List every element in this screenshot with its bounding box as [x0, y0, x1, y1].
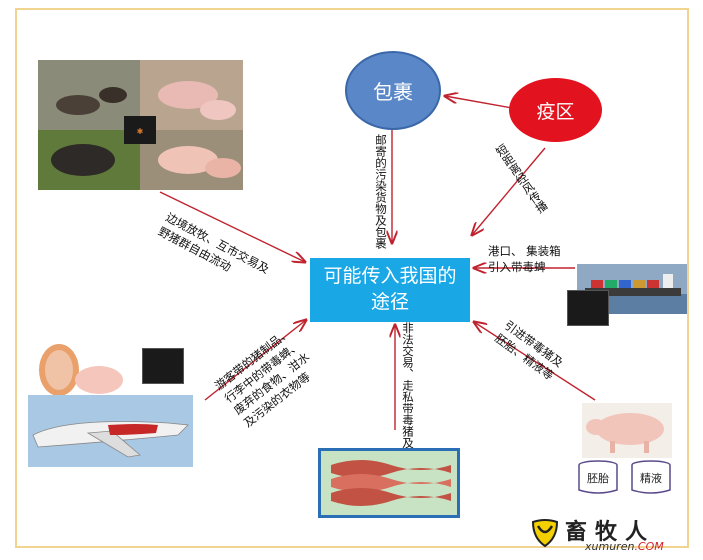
semen-label: 精液 — [640, 472, 662, 485]
arrow-zone-to-center — [472, 147, 546, 235]
parcel-label: 包裹 — [373, 80, 413, 104]
brand-logo-icon — [531, 519, 559, 548]
embryo-label: 胚胎 — [587, 472, 609, 485]
label-parcel-to-center: 邮寄的污染货物及包裹 — [373, 134, 388, 249]
svg-text:✱: ✱ — [137, 127, 144, 136]
pigs-photo-collage: ✱ — [38, 60, 243, 190]
pork-products-photo — [29, 340, 137, 398]
zone-label: 疫区 — [536, 100, 575, 123]
brand-name: 畜牧人 — [565, 520, 656, 545]
brand-url: xumuren.COM — [585, 540, 664, 553]
semen-container: 精液 — [630, 460, 672, 496]
center-node: 可能传入我国的 途径 — [310, 258, 470, 322]
tick-logo-travelers — [142, 348, 184, 384]
parcel-node: 包裹 — [345, 51, 441, 130]
arrow-plane-to-center — [204, 320, 306, 401]
center-title-line1: 可能传入我国的 — [323, 265, 457, 288]
arrow-pigs-to-center — [159, 191, 305, 262]
arrow-zone-to-parcel — [445, 96, 513, 109]
embryo-container: 胚胎 — [577, 460, 619, 496]
label-port: 港口、 集装箱 引入带毒蜱 — [488, 244, 561, 274]
tick-logo-port — [567, 290, 609, 326]
airplane-photo — [28, 395, 193, 467]
arrow-pig-to-center — [474, 322, 596, 401]
bacon-photo — [318, 448, 460, 518]
epidemic-zone-node: 疫区 — [509, 78, 602, 142]
label-smuggling: 非法交易、走私带毒猪及其产品 — [400, 322, 415, 483]
pig-photo — [582, 403, 672, 458]
center-title-line2: 途径 — [370, 291, 409, 313]
